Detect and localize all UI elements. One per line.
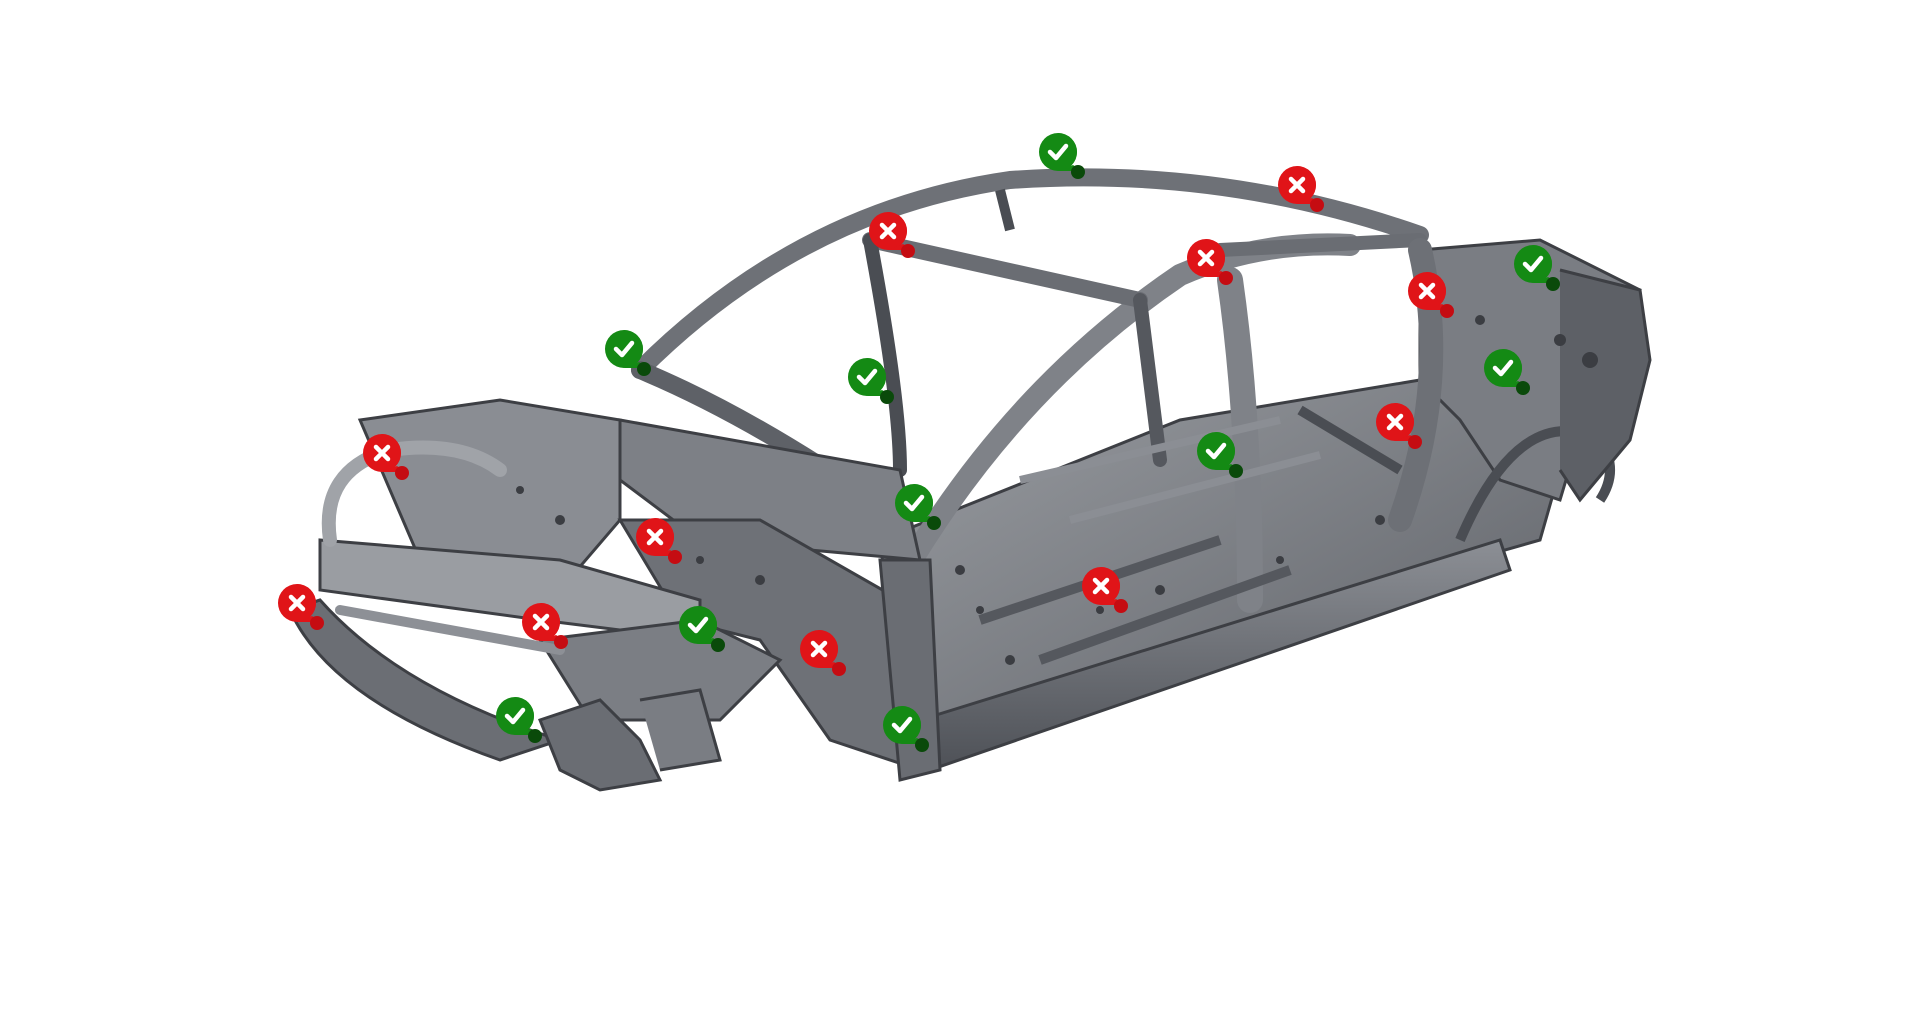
inspection-marker-front-bumper-end[interactable] [276, 582, 336, 642]
anchor-dot [1229, 464, 1243, 478]
anchor-dot [880, 390, 894, 404]
inspection-marker-cowl-left[interactable] [893, 482, 953, 542]
fail-pin-icon [1376, 403, 1422, 449]
pass-pin-icon [605, 330, 651, 376]
check-icon [891, 716, 913, 734]
close-icon [288, 594, 306, 612]
anchor-dot [1546, 277, 1560, 291]
check-icon [1492, 359, 1514, 377]
fail-pin-icon [636, 518, 682, 564]
anchor-dot [1114, 599, 1128, 613]
pass-pin-icon [848, 358, 894, 404]
close-icon [532, 613, 550, 631]
inspection-marker-b-pillar-mid[interactable] [1195, 430, 1255, 490]
inspection-marker-a-pillar-left[interactable] [603, 328, 663, 388]
close-icon [373, 444, 391, 462]
anchor-dot [1440, 304, 1454, 318]
anchor-dot [1219, 271, 1233, 285]
rear-roof-bow [1213, 233, 1427, 257]
fail-pin-icon [1187, 239, 1233, 285]
inspection-marker-rocker-front[interactable] [881, 704, 941, 764]
a-pillar-right [863, 233, 907, 477]
anchor-dot [637, 362, 651, 376]
windshield-header [862, 232, 1148, 308]
check-icon [1047, 143, 1069, 161]
anchor-dot [554, 635, 568, 649]
pass-pin-icon [1514, 245, 1560, 291]
anchor-dot [927, 516, 941, 530]
pass-pin-icon [496, 697, 542, 743]
rear-tail-frame [1558, 268, 1652, 503]
anchor-dot [1516, 381, 1530, 395]
fail-pin-icon [278, 584, 324, 630]
fail-pin-icon [1082, 567, 1128, 613]
fail-pin-icon [1278, 166, 1324, 212]
close-icon [1386, 413, 1404, 431]
inspection-marker-windshield-header[interactable] [867, 210, 927, 270]
fail-pin-icon [800, 630, 846, 676]
inspection-marker-front-wheelhouse[interactable] [798, 628, 858, 688]
check-icon [613, 340, 635, 358]
inspection-marker-front-rail-outer[interactable] [677, 604, 737, 664]
fail-pin-icon [869, 212, 915, 258]
pass-pin-icon [883, 706, 929, 752]
inspection-marker-c-pillar-upper[interactable] [1406, 270, 1466, 330]
inspection-marker-front-strut-tower[interactable] [361, 432, 421, 492]
anchor-dot [310, 616, 324, 630]
pass-pin-icon [895, 484, 941, 530]
anchor-dot [668, 550, 682, 564]
check-icon [687, 616, 709, 634]
anchor-dot [395, 466, 409, 480]
inspection-marker-floor-center[interactable] [1080, 565, 1140, 625]
inspection-marker-rear-quarter-upper[interactable] [1482, 347, 1542, 407]
inspection-marker-front-crash-box[interactable] [494, 695, 554, 755]
anchor-dot [711, 638, 725, 652]
close-icon [1288, 176, 1306, 194]
fail-pin-icon [1408, 272, 1454, 318]
pass-pin-icon [1484, 349, 1530, 395]
inspection-marker-rear-tail-upper[interactable] [1512, 243, 1572, 303]
close-icon [1418, 282, 1436, 300]
anchor-dot [832, 662, 846, 676]
inspection-marker-rear-wheelarch-front[interactable] [1374, 401, 1434, 461]
close-icon [1092, 577, 1110, 595]
anchor-dot [1310, 198, 1324, 212]
inspection-marker-windshield-center[interactable] [846, 356, 906, 416]
inspection-marker-front-rail-inner[interactable] [520, 601, 580, 661]
fail-pin-icon [363, 434, 409, 480]
pass-pin-icon [1039, 133, 1085, 179]
anchor-dot [915, 738, 929, 752]
b-pillar-right [1133, 293, 1167, 467]
pass-pin-icon [679, 606, 725, 652]
inspection-marker-front-apron[interactable] [634, 516, 694, 576]
close-icon [810, 640, 828, 658]
pass-pin-icon [1197, 432, 1243, 478]
fail-pin-icon [522, 603, 568, 649]
check-icon [1522, 255, 1544, 273]
inspection-marker-roof-rear-left[interactable] [1276, 164, 1336, 224]
check-icon [1205, 442, 1227, 460]
crash-box [538, 698, 663, 792]
close-icon [646, 528, 664, 546]
close-icon [1197, 249, 1215, 267]
close-icon [879, 222, 897, 240]
anchor-dot [1071, 165, 1085, 179]
inspection-marker-b-pillar-top[interactable] [1185, 237, 1245, 297]
anchor-dot [528, 729, 542, 743]
anchor-dot [901, 244, 915, 258]
check-icon [856, 368, 878, 386]
inspection-marker-roof-front-center[interactable] [1037, 131, 1097, 191]
anchor-dot [1408, 435, 1422, 449]
check-icon [903, 494, 925, 512]
check-icon [504, 707, 526, 725]
roof-crossmember [995, 188, 1015, 232]
